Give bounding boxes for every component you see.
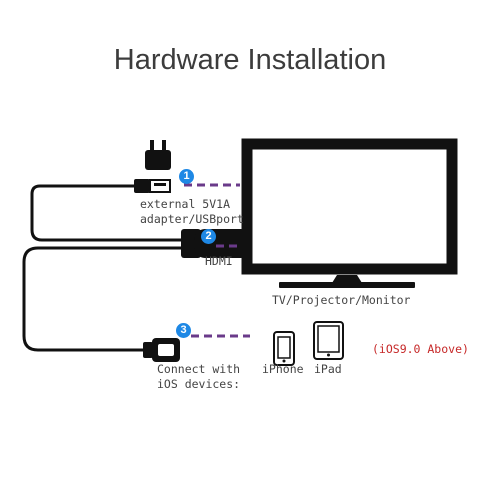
ipad-icon: [313, 321, 344, 360]
ipad-label: iPad: [314, 362, 342, 376]
tv-icon: [241, 138, 458, 288]
usb-connector: [134, 179, 171, 193]
cable: [22, 184, 183, 352]
power-adapter-icon: [145, 140, 171, 170]
step-2-badge: 2: [201, 229, 216, 244]
step-1-label-line1: external 5V1A: [140, 197, 231, 211]
iphone-label: iPhone: [262, 362, 304, 376]
page-title: Hardware Installation: [113, 44, 387, 76]
tv-label: TV/Projector/Monitor: [272, 293, 411, 307]
step-3-label-line1: Connect with: [157, 362, 241, 376]
step-2-label: HDMI: [205, 254, 233, 268]
lightning-connector: [143, 338, 180, 362]
dashed-line: [184, 183, 250, 338]
iphone-icon: [273, 331, 295, 366]
ios-version-note: (iOS9.0 Above): [372, 342, 469, 356]
step-3-label-line2: iOS devices:: [157, 377, 241, 391]
step-3-badge: 3: [176, 323, 191, 338]
step-1-badge: 1: [179, 169, 194, 184]
step-1-label-line2: adapter/USBport: [140, 212, 244, 226]
